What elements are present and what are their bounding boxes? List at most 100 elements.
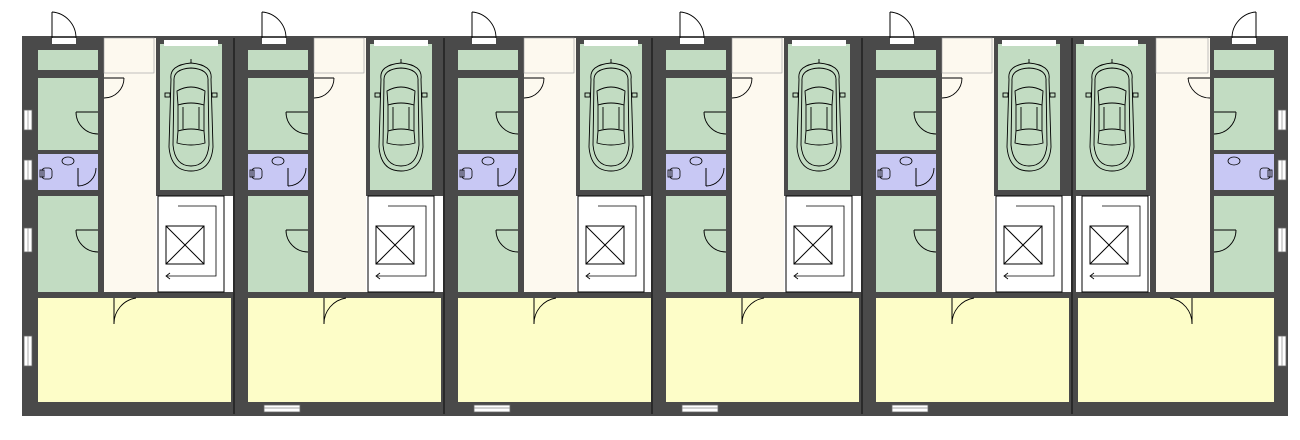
door-swing-icon: [741, 297, 765, 325]
wc-room: [458, 154, 518, 190]
door-swing-icon: [313, 77, 335, 99]
entry-opening: [472, 38, 496, 44]
entrance-hall: [523, 37, 575, 74]
bedroom: [248, 196, 308, 292]
corridor: [314, 38, 366, 292]
car-top-view-icon: [374, 59, 428, 172]
storage-room: [876, 50, 936, 70]
unit-2: [234, 11, 447, 414]
garage: [1076, 44, 1146, 190]
door-swing-icon: [523, 77, 545, 99]
window-icon: [473, 404, 511, 413]
wc-fixtures: [249, 156, 285, 180]
door-swing-icon: [913, 111, 937, 135]
entry-opening: [1232, 38, 1256, 44]
entry-opening: [52, 38, 76, 44]
wc-fixtures: [877, 156, 913, 180]
entrance-hall: [103, 37, 155, 74]
toilet-icon: [667, 167, 681, 180]
corridor: [524, 38, 576, 292]
storage-room: [458, 50, 518, 70]
garage-door: [164, 40, 218, 46]
toilet-icon: [459, 167, 473, 180]
window-icon: [1277, 335, 1287, 367]
window-icon: [1277, 227, 1287, 253]
door-swing-icon: [471, 11, 497, 39]
car-top-view-icon: [584, 59, 638, 172]
window-icon: [891, 404, 929, 413]
storage-room: [1214, 50, 1274, 70]
unit-1: [23, 11, 237, 414]
toilet-icon: [1259, 167, 1273, 180]
corridor: [942, 38, 994, 292]
wc-fixtures: [667, 156, 703, 180]
door-swing-icon: [705, 167, 725, 187]
toilet-icon: [249, 167, 263, 180]
door-swing-icon: [75, 229, 99, 253]
garage-door: [1002, 40, 1056, 46]
entrance-hall: [941, 37, 993, 74]
door-swing-icon: [533, 297, 557, 325]
garage: [580, 44, 642, 190]
garage-door: [374, 40, 428, 46]
stair-void-icon: [995, 195, 1063, 293]
door-swing-icon: [1187, 77, 1211, 99]
door-swing-icon: [913, 229, 937, 253]
sink-icon: [271, 156, 285, 166]
bedroom: [666, 196, 726, 292]
bedroom: [876, 78, 936, 150]
sink-icon: [899, 156, 913, 166]
wc-fixtures: [39, 156, 75, 180]
wc-fixtures: [459, 156, 495, 180]
corridor: [732, 38, 784, 292]
wc-room: [1214, 154, 1274, 190]
door-swing-icon: [1231, 11, 1257, 39]
stair-void-icon: [785, 195, 853, 293]
living-room: [666, 298, 859, 402]
unit-3: [444, 11, 657, 414]
door-swing-icon: [75, 111, 99, 135]
bedroom: [458, 196, 518, 292]
bedroom: [666, 78, 726, 150]
door-swing-icon: [703, 229, 727, 253]
corridor: [104, 38, 156, 292]
sink-icon: [61, 156, 75, 166]
bedroom: [38, 78, 98, 150]
window-icon: [1277, 159, 1287, 181]
door-swing-icon: [113, 297, 137, 325]
stair-void-icon: [157, 195, 225, 293]
door-swing-icon: [941, 77, 963, 99]
unit-5: [862, 11, 1075, 414]
door-swing-icon: [703, 111, 727, 135]
bedroom: [876, 196, 936, 292]
garage-door: [792, 40, 846, 46]
door-swing-icon: [323, 297, 347, 325]
garage: [370, 44, 432, 190]
entrance-hall: [1155, 37, 1209, 74]
entry-opening: [262, 38, 286, 44]
door-swing-icon: [285, 111, 309, 135]
wc-room: [666, 154, 726, 190]
car-top-view-icon: [1002, 59, 1056, 172]
living-room: [1078, 298, 1274, 402]
door-swing-icon: [915, 167, 935, 187]
stair-void-icon: [577, 195, 645, 293]
window-icon: [23, 335, 33, 367]
door-swing-icon: [261, 11, 287, 39]
entrance-hall: [731, 37, 783, 74]
bedroom: [458, 78, 518, 150]
living-room: [458, 298, 651, 402]
door-swing-icon: [287, 167, 307, 187]
door-swing-icon: [679, 11, 705, 39]
door-swing-icon: [1213, 111, 1237, 135]
door-swing-icon: [889, 11, 915, 39]
sink-icon: [689, 156, 703, 166]
door-swing-icon: [1213, 229, 1237, 253]
sink-icon: [1227, 156, 1241, 166]
unit-6: [1072, 11, 1287, 414]
window-icon: [681, 404, 719, 413]
wc-fixtures: [1227, 156, 1273, 180]
toilet-icon: [877, 167, 891, 180]
door-swing-icon: [495, 229, 519, 253]
